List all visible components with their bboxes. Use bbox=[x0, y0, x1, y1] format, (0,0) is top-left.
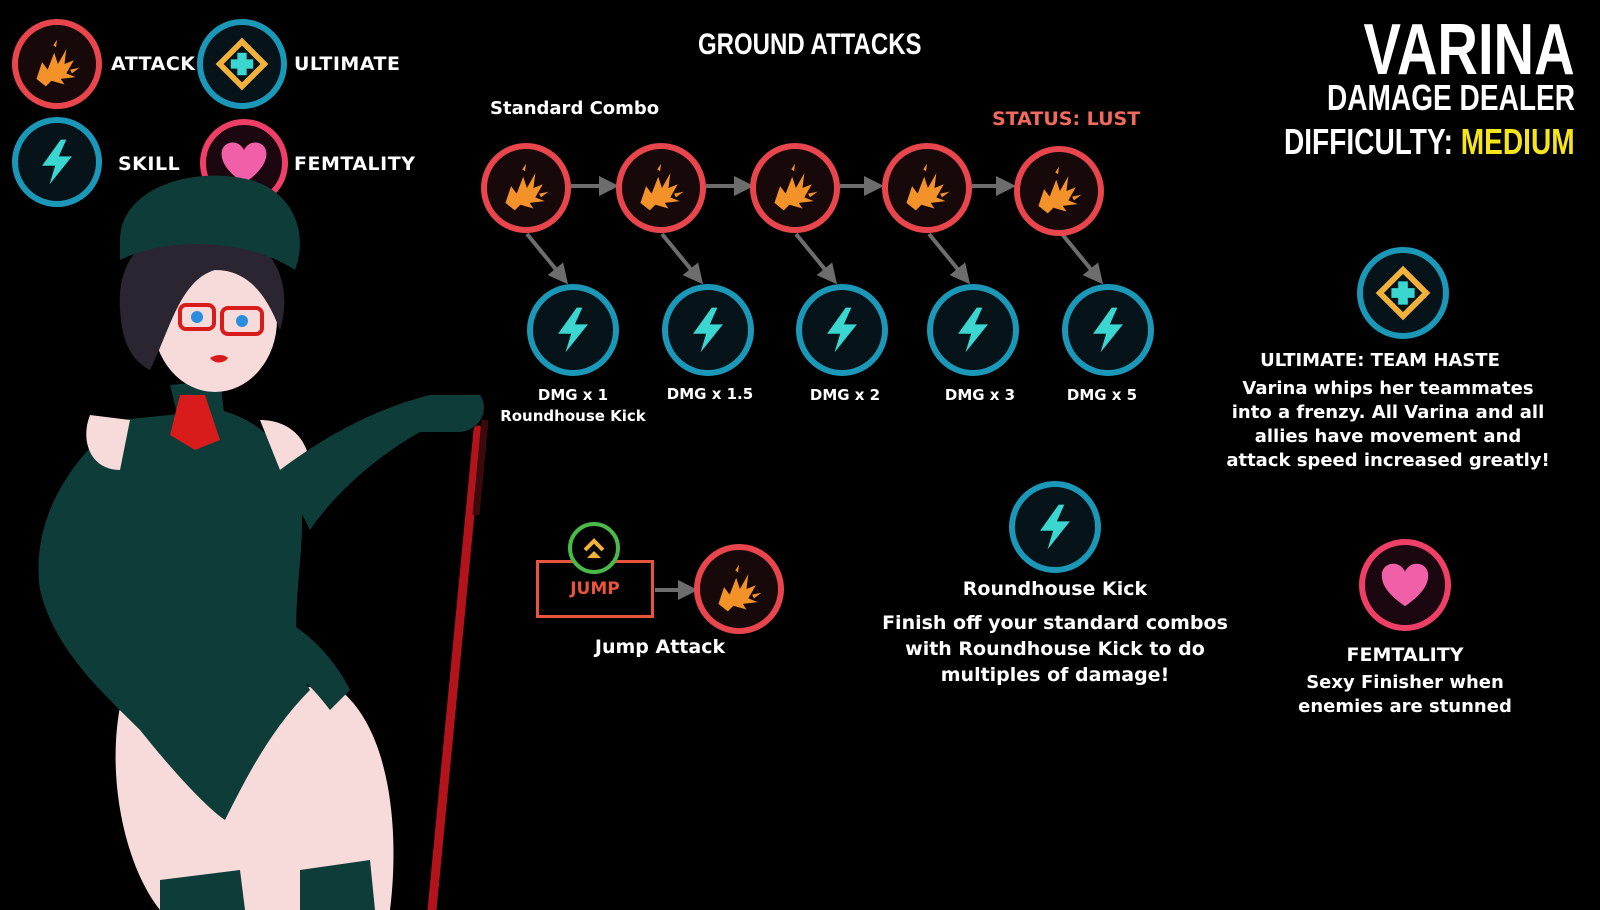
jump-attack-caption: Jump Attack bbox=[594, 636, 726, 658]
combo-attack-5-icon bbox=[1014, 146, 1104, 236]
ultimate-info-description: Varina whips her teammates into a frenzy… bbox=[1226, 378, 1550, 471]
damage-label-4: DMG x 3 bbox=[944, 386, 1016, 404]
difficulty-prefix: DIFFICULTY: bbox=[1284, 121, 1462, 162]
status-label: STATUS: LUST bbox=[992, 108, 1141, 130]
standard-combo-label: Standard Combo bbox=[490, 98, 660, 119]
skill-info-title: Roundhouse Kick bbox=[962, 578, 1148, 600]
damage-label-3: DMG x 2 bbox=[809, 386, 881, 404]
combo-attack-1-icon bbox=[481, 143, 571, 233]
ultimate-info-title: ULTIMATE: TEAM HASTE bbox=[1260, 350, 1500, 371]
legend-ultimate-icon bbox=[197, 19, 287, 109]
legend-ultimate-label: ULTIMATE bbox=[294, 53, 401, 75]
skill-info-description: Finish off your standard combos with Rou… bbox=[882, 612, 1228, 686]
femtality-info-icon bbox=[1359, 539, 1451, 631]
combo-skill-4-icon bbox=[927, 284, 1019, 376]
combo-attack-4-icon bbox=[882, 143, 972, 233]
damage-label-5: DMG x 5 bbox=[1066, 386, 1138, 404]
combo-skill-1-icon bbox=[527, 284, 619, 376]
combo-skill-5-icon bbox=[1062, 284, 1154, 376]
jump-up-icon bbox=[568, 522, 620, 574]
femtality-info-description: Sexy Finisher when enemies are stunned bbox=[1298, 672, 1512, 717]
combo-attack-3-icon bbox=[750, 143, 840, 233]
femtality-info-title: FEMTALITY bbox=[1346, 644, 1464, 666]
legend-attack-label: ATTACK bbox=[111, 53, 196, 75]
damage-label-2: DMG x 1.5 bbox=[666, 385, 754, 403]
jump-attack-icon bbox=[694, 544, 784, 634]
skill-info-icon bbox=[1009, 481, 1101, 573]
legend-attack-icon bbox=[12, 19, 102, 109]
character-difficulty: DIFFICULTY: MEDIUM bbox=[1275, 124, 1575, 164]
difficulty-value: MEDIUM bbox=[1461, 121, 1575, 162]
legend-skill-label: SKILL bbox=[118, 153, 181, 175]
character-portrait bbox=[38, 175, 489, 910]
jump-box-label: JUMP bbox=[570, 579, 620, 599]
legend-femtality-label: FEMTALITY bbox=[294, 153, 416, 175]
legend-skill-icon bbox=[12, 117, 102, 207]
character-role: DAMAGE DEALER bbox=[1326, 77, 1575, 118]
character-name: VARINA bbox=[1363, 10, 1575, 90]
combo-skill-2-icon bbox=[662, 284, 754, 376]
ultimate-info-icon bbox=[1357, 247, 1449, 339]
combo-attack-2-icon bbox=[616, 143, 706, 233]
section-title: GROUND ATTACKS bbox=[698, 28, 922, 61]
damage-label-1: DMG x 1 Roundhouse Kick bbox=[500, 386, 646, 425]
combo-skill-3-icon bbox=[796, 284, 888, 376]
